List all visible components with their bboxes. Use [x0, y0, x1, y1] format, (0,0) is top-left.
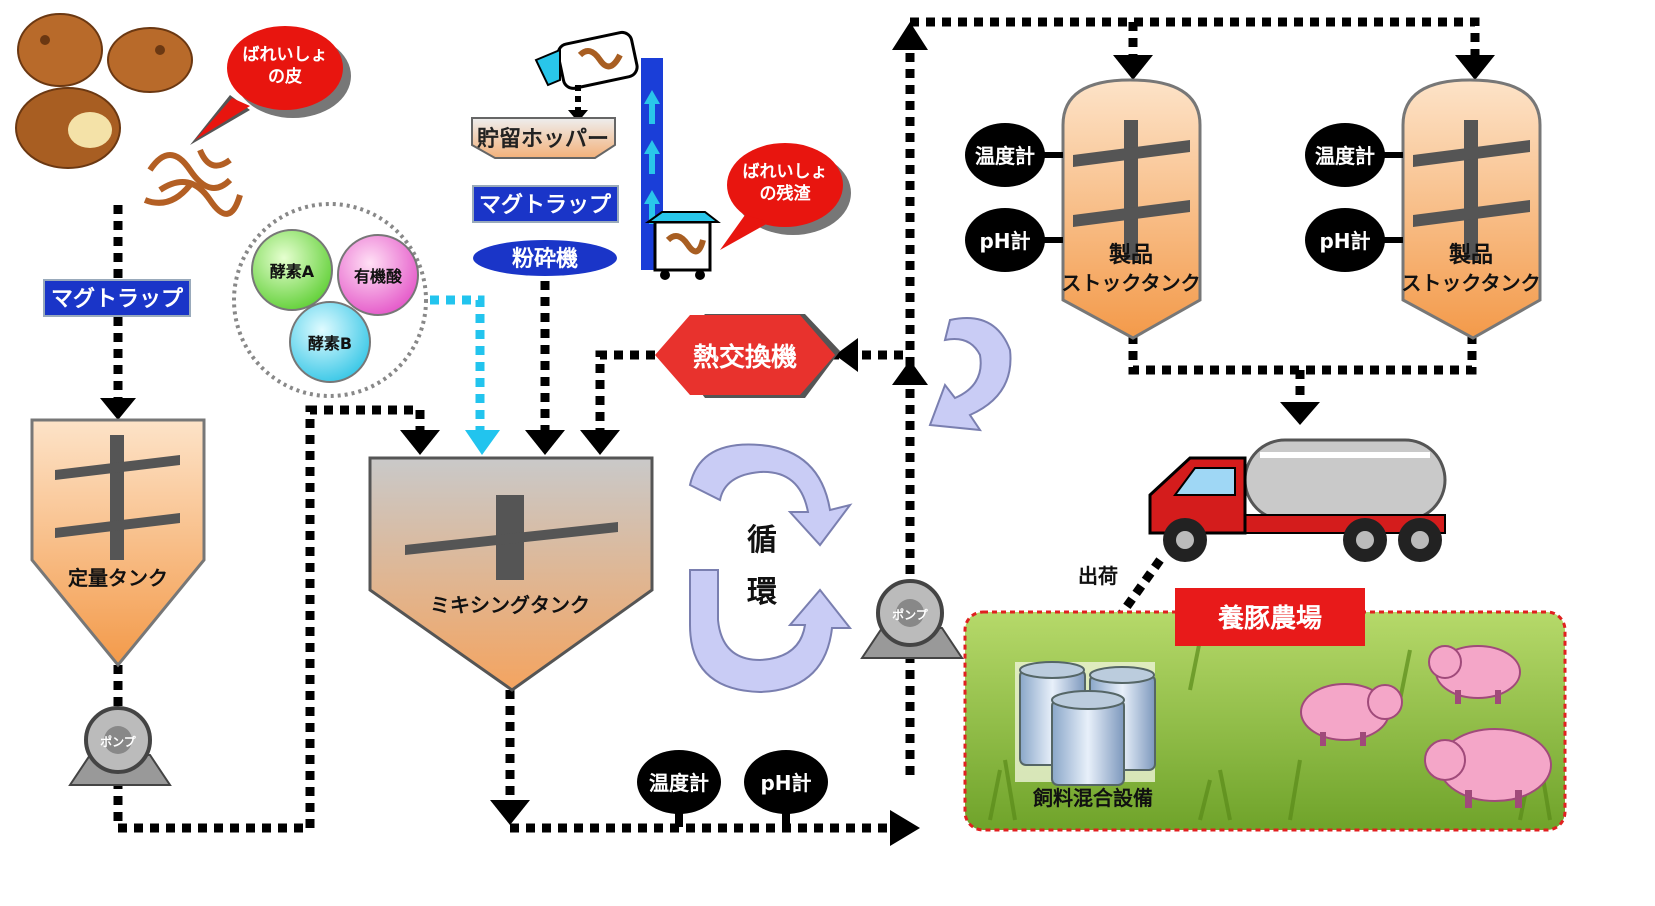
mag-trap-left-box [43, 279, 191, 317]
thermometer-bottom-label: 温度計 [649, 771, 709, 795]
arrow-up-icon [892, 22, 928, 50]
crusher-label: 粉砕機 [512, 247, 578, 272]
residue-bubble-line1: ばれいしょ [743, 162, 828, 182]
thermometer-tank1-label: 温度計 [975, 144, 1035, 168]
heat-exchanger-label: 熱交換機 [693, 342, 797, 373]
ph-meter-bottom-label: pH計 [760, 771, 811, 795]
arrow-right-icon [890, 810, 920, 846]
organic-acid-label: 有機酸 [354, 267, 403, 286]
peel-bubble-line2: の皮 [268, 66, 302, 87]
metering-tank-label: 定量タンク [68, 566, 168, 590]
arrow-up-icon [892, 360, 928, 385]
product-tank-2-line1: 製品 [1448, 242, 1493, 268]
organic-acid-ball [337, 234, 419, 316]
circulation-label-2: 環 [747, 575, 778, 610]
arrow-down-icon [1455, 55, 1495, 80]
crusher-box [473, 240, 617, 276]
ph-meter-tank1-label: pH計 [979, 229, 1030, 253]
ph-meter-tank2-label: pH計 [1319, 229, 1370, 253]
arrow-down-icon [490, 800, 530, 825]
enzyme-group [232, 202, 428, 398]
pump-label-left: ポンプ [100, 734, 137, 749]
residue-bubble-line2: の残渣 [760, 183, 812, 204]
heat-exchanger [655, 314, 840, 398]
arrow-down-icon [525, 430, 565, 455]
enzyme-b-label: 酵素B [308, 334, 352, 353]
product-tank-2-line2: ストックタンク [1401, 271, 1540, 295]
peel-bubble-line1: ばれいしょ [243, 45, 328, 65]
truck-icon [1148, 438, 1447, 562]
mag-trap-center-label: マグトラップ [479, 192, 612, 218]
peel-speech-bubble [190, 26, 351, 145]
pig-icon [1428, 645, 1521, 704]
mag-trap-center-box [472, 185, 619, 223]
silo-icon [1015, 661, 1156, 786]
conveyor-icon [534, 30, 721, 280]
enzyme-b-ball [289, 301, 371, 383]
arrow-left-icon [835, 338, 858, 372]
product-tank-2 [1305, 78, 1542, 340]
circulation-label-1: 循 [747, 523, 777, 558]
thermometer-tank2-label: 温度計 [1315, 144, 1375, 168]
arrow-down-icon [465, 430, 500, 455]
pump-icon [68, 706, 172, 786]
arrow-down-icon [1113, 55, 1153, 80]
metering-tank [30, 418, 206, 668]
arrow-down-icon [400, 430, 440, 455]
ph-meter-bottom [744, 750, 828, 827]
arrow-down-icon [580, 430, 620, 455]
arrow-down-icon [100, 398, 136, 420]
mixing-tank [368, 456, 654, 692]
feed-mixer-label: 飼料混合設備 [1032, 786, 1153, 810]
pig-icon [1300, 683, 1403, 746]
storage-hopper [471, 117, 616, 159]
mag-trap-left-label: マグトラップ [51, 286, 184, 312]
mixing-tank-label: ミキシングタンク [430, 593, 590, 617]
enzyme-a-label: 酵素A [270, 262, 315, 281]
product-tank-1-line1: 製品 [1108, 242, 1153, 268]
pump-label-right: ポンプ [892, 607, 929, 622]
peel-icon [143, 148, 243, 217]
arrow-down-icon [1280, 402, 1320, 425]
thermometer-bottom [637, 750, 721, 827]
enzyme-a-ball [251, 229, 333, 311]
potato-icon [15, 13, 193, 169]
circulation-arrow-icon [688, 317, 1012, 694]
product-tank-1-line2: ストックタンク [1061, 271, 1200, 295]
product-tank-1 [965, 78, 1202, 340]
enzyme-flow-line [430, 295, 485, 440]
residue-speech-bubble [720, 143, 851, 250]
hopper-label: 貯留ホッパー [477, 126, 609, 152]
pig-farm-label: 養豚農場 [1217, 604, 1322, 634]
pump-icon [860, 579, 964, 659]
pig-icon [1424, 728, 1552, 808]
shipment-label: 出荷 [1078, 564, 1118, 588]
